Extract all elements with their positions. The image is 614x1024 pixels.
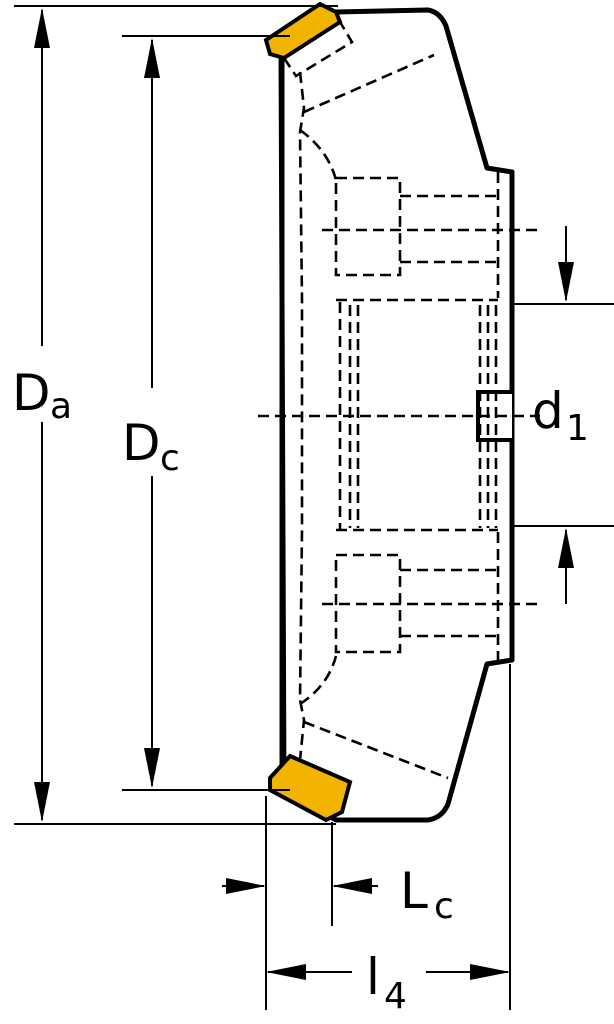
label-lc-main: L <box>400 862 428 920</box>
dimension-l4: l 4 <box>266 664 511 1017</box>
dimension-dc: D c <box>116 35 290 791</box>
top-insert <box>263 1 354 78</box>
bottom-insert <box>268 753 353 823</box>
label-dc-main: D <box>122 414 161 472</box>
dimension-lc: L c <box>222 796 454 1010</box>
label-dc-sub: c <box>160 438 180 479</box>
label-lc-sub: c <box>434 886 454 927</box>
label-da-main: D <box>12 364 51 422</box>
label-l4-main: l <box>366 948 380 1006</box>
dimension-d1: d 1 <box>512 226 614 604</box>
label-d1-sub: 1 <box>566 408 589 449</box>
dimension-da: D a <box>8 5 338 825</box>
label-d1-main: d <box>532 382 564 440</box>
label-l4-sub: 4 <box>384 976 407 1017</box>
cutter-body <box>278 7 515 823</box>
label-da-sub: a <box>50 386 72 427</box>
